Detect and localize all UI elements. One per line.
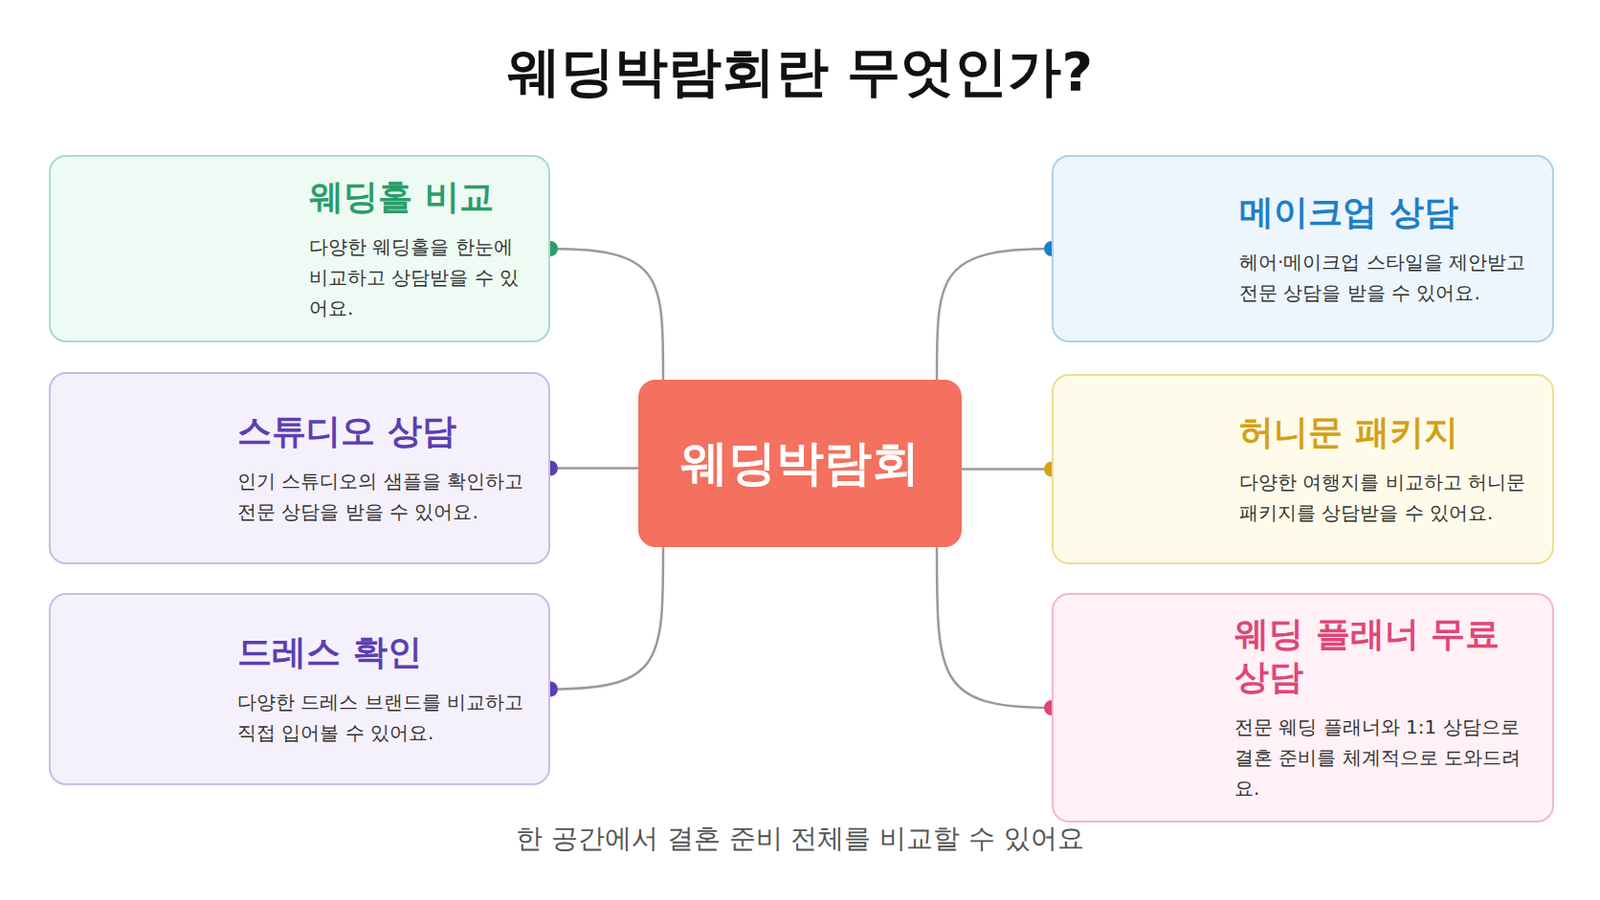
feature-box: 스튜디오 상담인기 스튜디오의 샘플을 확인하고 전문 상담을 받을 수 있어요…	[48, 372, 551, 565]
connector-line	[550, 248, 664, 380]
connector-line	[550, 547, 664, 690]
feature-box: 웨딩 플래너 무료 상담전문 웨딩 플래너와 1:1 상담으로 결혼 준비를 체…	[1051, 593, 1555, 823]
diagram-caption: 한 공간에서 결혼 준비 전체를 비교할 수 있어요	[0, 821, 1600, 858]
box-heading: 스튜디오 상담	[237, 409, 532, 453]
connector-line	[936, 248, 1052, 380]
box-body: 전문 웨딩 플래너와 1:1 상담으로 결혼 준비를 체계적으로 도와드려요.	[1234, 711, 1535, 804]
feature-box: 드레스 확인다양한 드레스 브랜드를 비교하고 직접 입어볼 수 있어요.	[48, 593, 551, 786]
box-heading: 드레스 확인	[237, 630, 532, 674]
box-heading: 웨딩박람회	[680, 433, 920, 494]
box-heading: 웨딩홀 비교	[309, 175, 532, 219]
feature-box: 메이크업 상담헤어·메이크업 스타일을 제안받고 전문 상담을 받을 수 있어요…	[1051, 155, 1555, 343]
feature-box: 허니문 패키지다양한 여행지를 비교하고 허니문 패키지를 상담받을 수 있어요…	[1051, 374, 1555, 565]
box-body: 헤어·메이크업 스타일을 제안받고 전문 상담을 받을 수 있어요.	[1239, 246, 1535, 309]
box-body: 다양한 여행지를 비교하고 허니문 패키지를 상담받을 수 있어요.	[1239, 466, 1535, 529]
feature-box: 웨딩홀 비교다양한 웨딩홀을 한눈에 비교하고 상담받을 수 있어요.	[48, 155, 551, 343]
connector-line	[550, 466, 639, 470]
hub-box: 웨딩박람회	[638, 379, 962, 548]
connector-line	[936, 547, 1052, 709]
box-heading: 메이크업 상담	[1239, 190, 1535, 234]
connector-line	[961, 467, 1052, 471]
box-heading: 허니문 패키지	[1239, 410, 1535, 454]
box-body: 다양한 웨딩홀을 한눈에 비교하고 상담받을 수 있어요.	[309, 231, 532, 324]
box-heading: 웨딩 플래너 무료 상담	[1234, 612, 1535, 699]
box-body: 인기 스튜디오의 샘플을 확인하고 전문 상담을 받을 수 있어요.	[237, 466, 532, 528]
box-body: 다양한 드레스 브랜드를 비교하고 직접 입어볼 수 있어요.	[237, 687, 532, 749]
diagram-title: 웨딩박람회란 무엇인가?	[0, 36, 1600, 110]
